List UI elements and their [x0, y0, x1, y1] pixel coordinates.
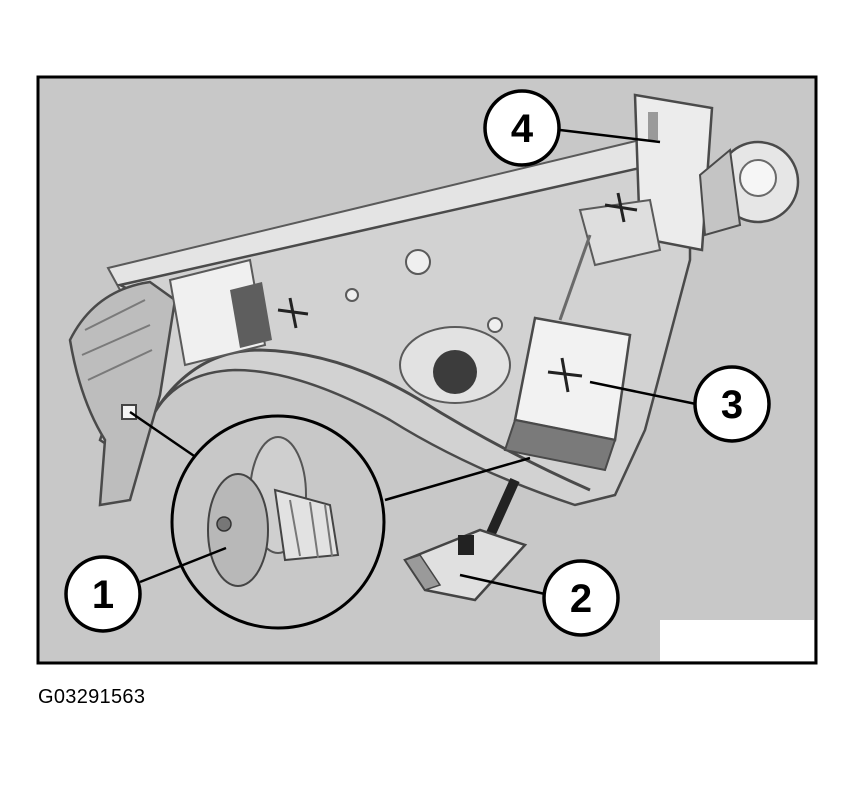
- screw-upper-right: [604, 192, 638, 223]
- connector-wire: [483, 477, 520, 543]
- boss-1: [405, 249, 431, 275]
- connector-face: [403, 554, 442, 591]
- callout-3-label: 3: [721, 383, 743, 427]
- callout-3-leader: [589, 380, 697, 406]
- callout-2: 2: [542, 559, 620, 637]
- screw-left: [277, 297, 309, 329]
- callout-3: 3: [693, 365, 771, 443]
- connector-part: [403, 477, 528, 602]
- bushing-inner: [739, 159, 777, 197]
- bracket-right-box: [513, 316, 632, 442]
- callout-2-leader: [459, 573, 546, 596]
- detail-magnifier: [170, 414, 386, 630]
- callout-1-label: 1: [92, 573, 114, 617]
- callout-1-leader: [139, 546, 227, 584]
- connector-slot: [458, 535, 474, 555]
- figure-code: G03291563: [38, 686, 146, 708]
- screw-right-box: [547, 357, 583, 393]
- bracket-upper-rib: [578, 198, 662, 267]
- callout-2-label: 2: [570, 577, 592, 621]
- bracket-left-foot-ribs: [81, 299, 153, 381]
- clip-tab: [121, 404, 137, 420]
- bushing-mount: [698, 148, 742, 237]
- callout-1-circle: [64, 555, 142, 633]
- bracket-left-foot: [68, 280, 177, 507]
- callout-2-circle: [542, 559, 620, 637]
- bracket-inner-slot-left: [230, 282, 272, 348]
- boss-2: [487, 317, 503, 333]
- bracket-upright-slot: [648, 112, 658, 140]
- leader-clip-to-tab: [129, 410, 201, 462]
- clip-prong-lines: [289, 499, 333, 559]
- bracket-right-box-lower: [503, 418, 617, 472]
- callout-4-circle: [483, 89, 561, 167]
- callout-1: 1: [64, 555, 142, 633]
- callout-4: 4: [483, 89, 561, 167]
- bracket-vertical-rib: [558, 234, 592, 321]
- callout-3-circle: [693, 365, 771, 443]
- clip-center: [216, 516, 232, 532]
- callout-4-leader: [559, 128, 661, 144]
- leader-clip-to-bracket: [384, 456, 531, 502]
- boss-3: [345, 288, 359, 302]
- corner-patch: [660, 620, 814, 661]
- clip-head: [207, 473, 269, 587]
- callout-4-label: 4: [511, 107, 534, 151]
- bracket-assembly: [68, 93, 800, 507]
- center-hole: [433, 350, 477, 394]
